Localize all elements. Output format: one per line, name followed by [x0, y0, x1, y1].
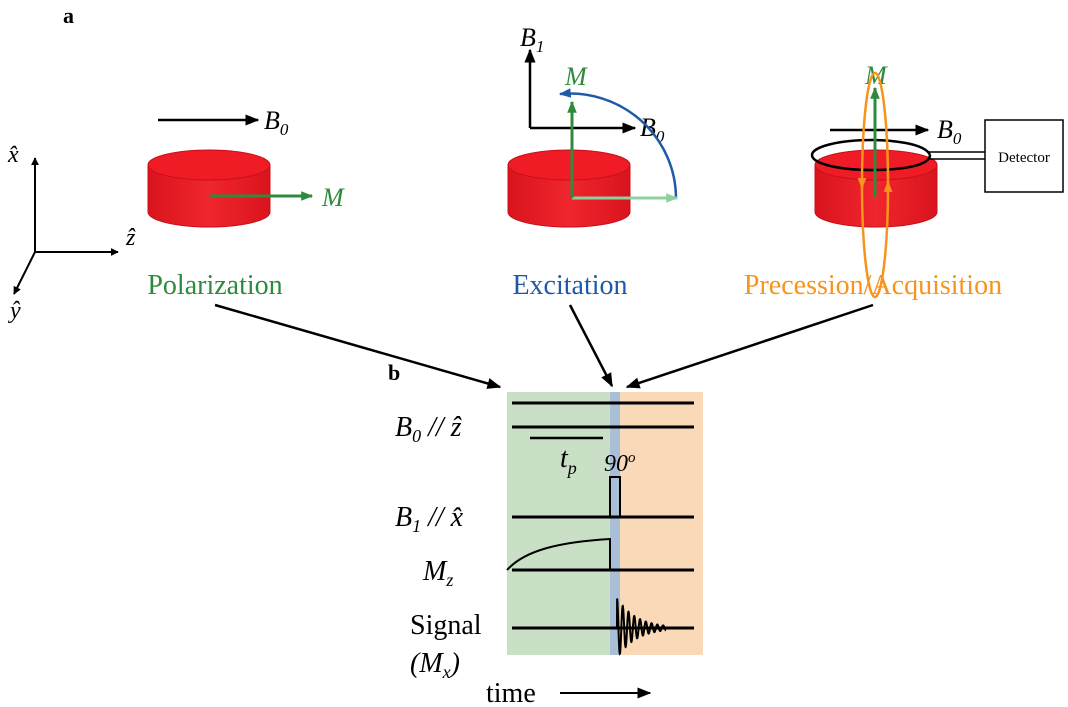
z-hat-label: ẑ: [125, 225, 136, 251]
b0-subscript: 0: [953, 129, 962, 148]
coordinate-axes: x̂ ẑ ŷ: [7, 142, 136, 324]
detector-box: [984, 119, 1064, 193]
connector-arrow-polarization: [214, 303, 502, 389]
pulse-angle-label: 90o: [604, 450, 636, 477]
sample-cylinder-side: [147, 164, 271, 228]
magnetization-label: M: [564, 62, 588, 91]
precession-sample: M B0 Detector: [810, 61, 1064, 299]
fid-signal-trace: [616, 598, 667, 656]
mz-buildup-curve: [506, 537, 611, 571]
excitation-phase-region: [610, 392, 620, 655]
svg-text:B1: B1: [520, 23, 544, 56]
pickup-coil: [810, 138, 932, 172]
polarization-sample: B0 M: [147, 106, 345, 228]
detector-label: Detector: [998, 150, 1050, 166]
connector-arrow-precession: [625, 303, 874, 389]
sample-cylinder-top: [507, 149, 631, 181]
panel-a-label: a: [63, 3, 74, 28]
magnetization-label: M: [864, 61, 888, 90]
rf-pulse: [609, 476, 621, 518]
b0-symbol: B: [264, 106, 280, 135]
sample-cylinder-side: [507, 164, 631, 228]
b0-symbol: B: [937, 115, 953, 144]
time-axis-label: time: [486, 678, 536, 707]
svg-text:B0: B0: [937, 115, 962, 148]
b0-subscript: 0: [656, 127, 665, 146]
polarization-caption: Polarization: [147, 270, 282, 301]
connector-arrow-excitation: [568, 304, 614, 388]
panel-b-label: b: [388, 360, 400, 385]
b0-subscript: 0: [280, 120, 289, 139]
signal-row-label: Signal: [410, 610, 482, 641]
y-hat-label: ŷ: [8, 298, 21, 324]
excitation-sample: B1 B0 M: [507, 23, 679, 228]
magnetization-label: M: [321, 183, 345, 212]
svg-text:B0: B0: [640, 113, 665, 146]
acquisition-phase-region: [620, 392, 703, 655]
precession-caption: Precession/Acquisition: [744, 270, 1002, 301]
svg-text:B0: B0: [264, 106, 289, 139]
b1-subscript: 1: [536, 37, 545, 56]
tp-label: tp: [560, 443, 577, 478]
sample-cylinder-top: [147, 149, 271, 181]
excitation-caption: Excitation: [512, 270, 627, 301]
b1-row-label: B1 // x̂: [395, 502, 464, 536]
b0-row-label: B0 // ẑ: [395, 412, 463, 446]
mz-row-label: Mz: [422, 556, 453, 590]
x-hat-label: x̂: [7, 142, 19, 168]
rotation-arc-arrow: [558, 88, 678, 199]
b1-symbol: B: [520, 23, 536, 52]
polarization-phase-region: [507, 392, 610, 655]
signal-mx-label: (Mx): [410, 648, 460, 682]
